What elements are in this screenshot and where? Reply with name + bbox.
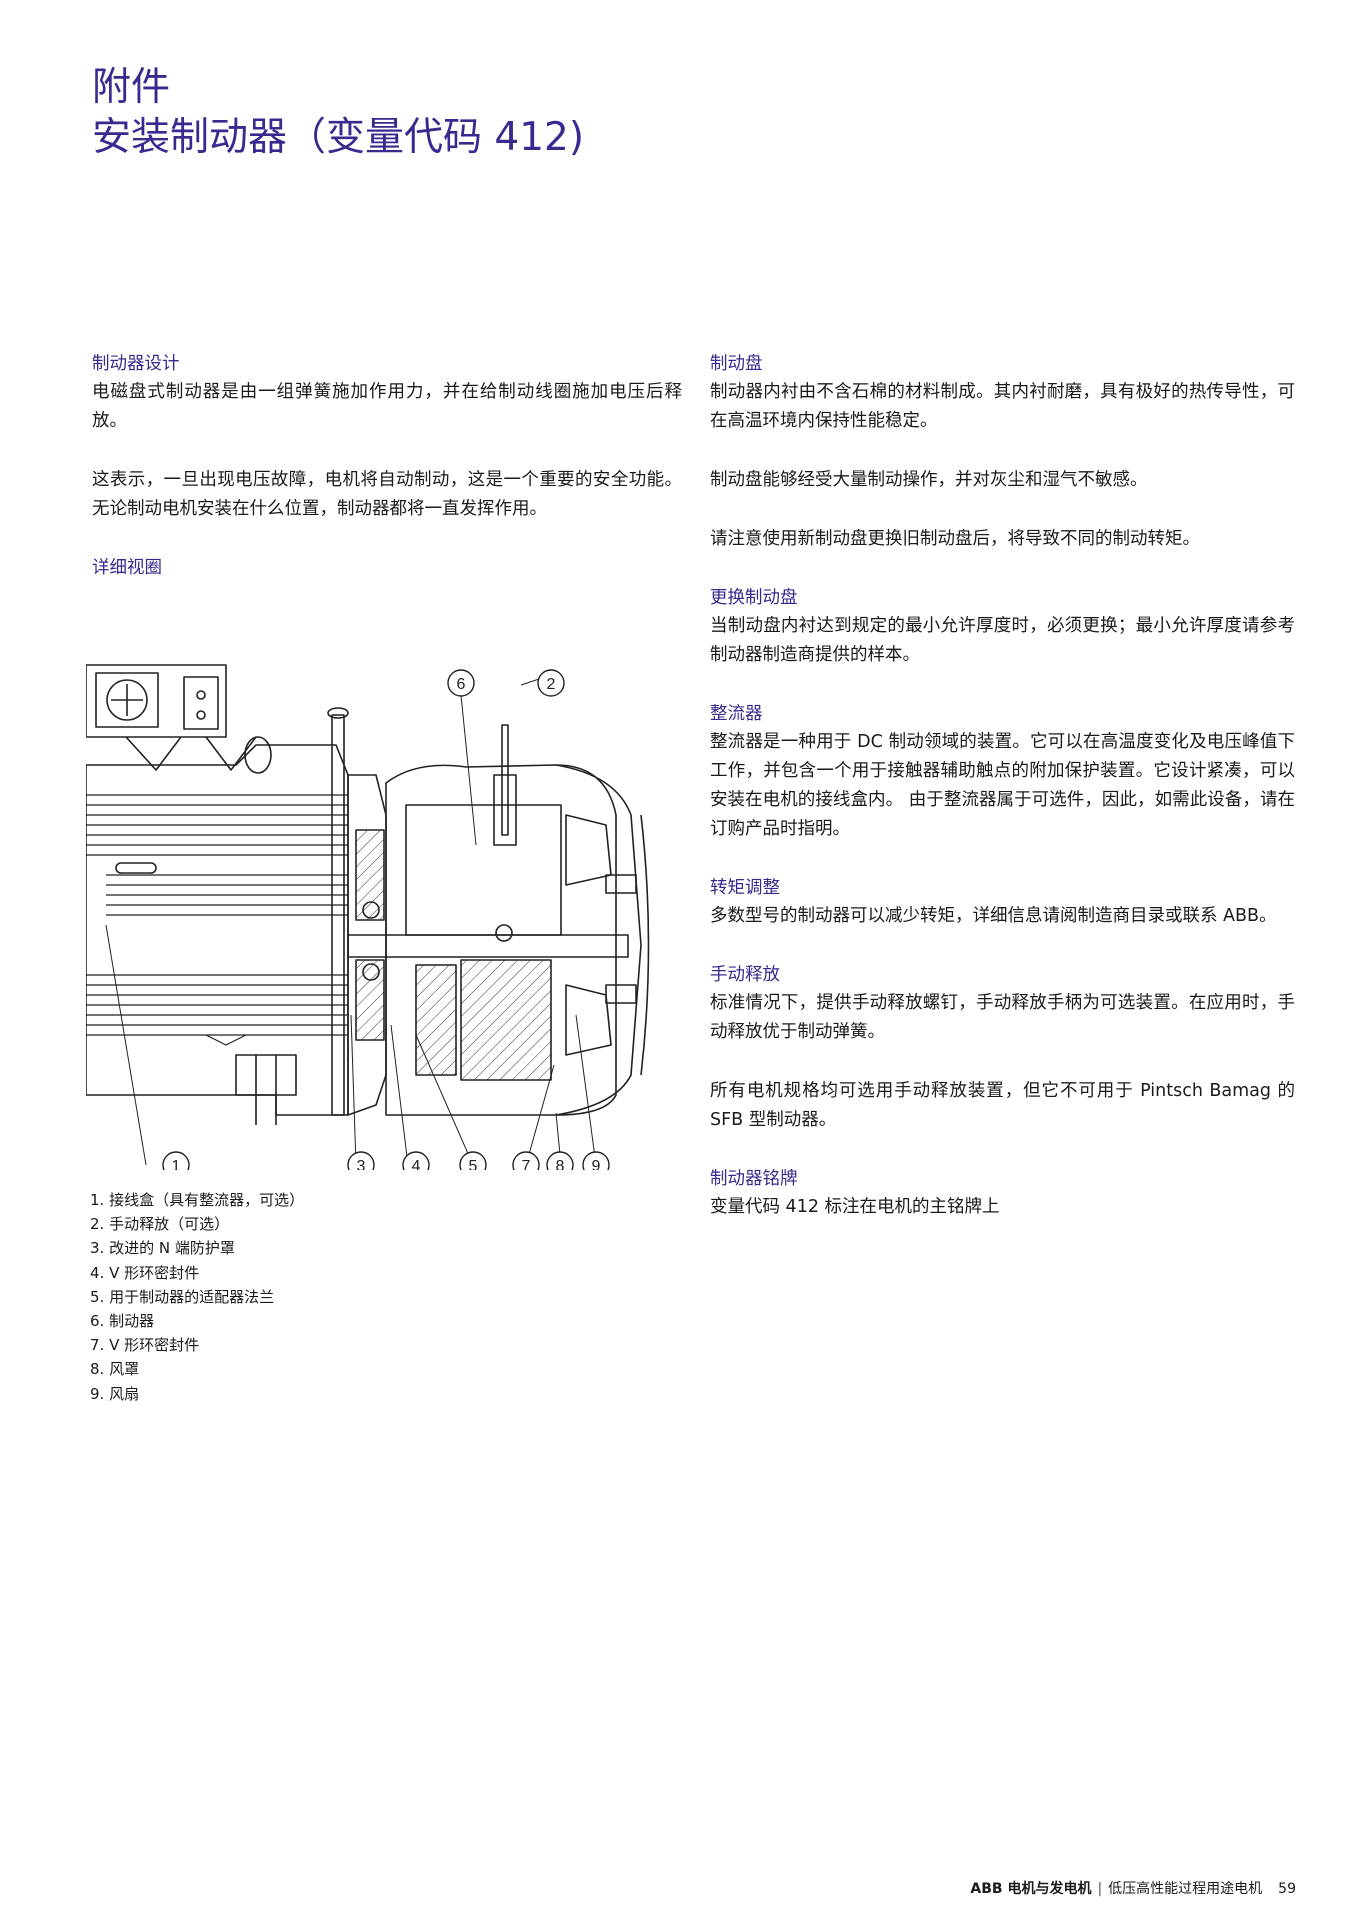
motor-frame-outline — [85, 744, 349, 1116]
rectifier-paragraph: 整流器是一种用于 DC 制动领域的装置。它可以在高温度变化及电压峰值下工作，并包… — [710, 732, 1295, 839]
rectifier-heading: 整流器 — [710, 704, 763, 724]
page-number: 59 — [1278, 1881, 1296, 1897]
manual-release-section: 手动释放 标准情况下，提供手动释放螺钉，手动释放手柄为可选装置。在应用时，手动释… — [710, 961, 1295, 1135]
legend-item: 5. 用于制动器的适配器法兰 — [90, 1287, 275, 1306]
legend-item: 3. 改进的 N 端防护罩 — [90, 1239, 235, 1258]
page-subtitle: 安装制动器（变量代码 412) — [92, 115, 585, 160]
rectifier-section: 整流器 整流器是一种用于 DC 制动领域的装置。它可以在高温度变化及电压峰值下工… — [710, 700, 1295, 844]
callout-label-3: 3 — [357, 1158, 366, 1170]
brake-motor-diagram: 1 2 3 4 5 6 7 8 9 — [85, 615, 686, 1179]
nameplate-paragraph: 变量代码 412 标注在电机的主铭牌上 — [710, 1197, 1000, 1217]
brake-design-paragraph-2: 这表示，一旦出现电压故障，电机将自动制动，这是一个重要的安全功能。无论制动电机安… — [92, 470, 682, 519]
replace-disc-section: 更换制动盘 当制动盘内衬达到规定的最小允许厚度时，必须更换；最小允许厚度请参考制… — [710, 584, 1295, 670]
replace-disc-paragraph: 当制动盘内衬达到规定的最小允许厚度时，必须更换；最小允许厚度请参考制动器制造商提… — [710, 616, 1295, 665]
page-title: 附件 — [92, 65, 171, 110]
callout-label-6: 6 — [457, 676, 466, 693]
left-column: 制动器设计 电磁盘式制动器是由一组弹簧施加作用力，并在给制动线圈施加电压后释放。… — [92, 350, 682, 582]
brake-disc-paragraph-3: 请注意使用新制动盘更换旧制动盘后，将导致不同的制动转矩。 — [710, 529, 1200, 549]
manual-release-paragraph-1: 标准情况下，提供手动释放螺钉，手动释放手柄为可选装置。在应用时，手动释放优于制动… — [710, 993, 1295, 1042]
legend-item: 1. 接线盒（具有整流器，可选） — [90, 1191, 305, 1209]
support-bracket — [125, 736, 182, 771]
torque-paragraph: 多数型号的制动器可以减少转矩，详细信息请阅制造商目录或联系 ABB。 — [710, 906, 1277, 926]
brake-disc-paragraph-2: 制动盘能够经受大量制动操作，并对灰尘和湿气不敏感。 — [710, 470, 1148, 490]
diagram-legend: 1. 接线盒（具有整流器，可选） 2. 手动释放（可选） 3. 改进的 N 端防… — [90, 1188, 304, 1406]
brake-disc-section: 制动盘 制动器内衬由不含石棉的材料制成。其内衬耐磨，具有极好的热传导性，可在高温… — [710, 350, 1295, 554]
end-shield-shape — [347, 774, 387, 1116]
terminal-box-gland — [106, 679, 148, 721]
terminal-box-shape — [85, 664, 227, 738]
lifting-eye — [244, 736, 272, 774]
fan-blade-top — [565, 814, 612, 886]
callout-label-9: 9 — [592, 1158, 601, 1170]
legend-item: 2. 手动释放（可选） — [90, 1215, 230, 1234]
torque-section: 转矩调整 多数型号的制动器可以减少转矩，详细信息请阅制造商目录或联系 ABB。 — [710, 874, 1295, 931]
page-footer: ABB 电机与发电机 | 低压高性能过程用途电机 59 — [970, 1878, 1296, 1898]
manual-release-heading: 手动释放 — [710, 965, 780, 985]
footer-separator: | — [1097, 1881, 1103, 1897]
footer-brand: ABB 电机与发电机 — [970, 1881, 1092, 1897]
legend-item: 9. 风扇 — [90, 1384, 140, 1403]
detail-view-heading: 详细视圈 — [92, 558, 162, 578]
cooling-fins — [86, 794, 348, 1036]
brake-design-paragraph-1: 电磁盘式制动器是由一组弹簧施加作用力，并在给制动线圈施加电压后释放。 — [92, 382, 682, 431]
legend-item: 4. V 形环密封件 — [90, 1263, 200, 1282]
legend-item: 7. V 形环密封件 — [90, 1336, 200, 1355]
footer-text: 低压高性能过程用途电机 — [1108, 1881, 1263, 1897]
diagram-drawing: 1 2 3 4 5 6 7 8 9 — [85, 664, 650, 1179]
right-column: 制动盘 制动器内衬由不含石棉的材料制成。其内衬耐磨，具有极好的热传导性，可在高温… — [710, 350, 1295, 1252]
brake-disc-shape — [460, 959, 552, 1081]
terminal-box-cover — [95, 672, 159, 728]
brake-design-heading: 制动器设计 — [92, 354, 180, 374]
callout-label-1: 1 — [172, 1158, 181, 1170]
motor-shaft — [347, 934, 629, 958]
legend-item: 8. 风罩 — [90, 1360, 140, 1379]
callout-label-7: 7 — [522, 1158, 531, 1170]
torque-heading: 转矩调整 — [710, 878, 780, 898]
nameplate-heading: 制动器铭牌 — [710, 1169, 798, 1189]
manual-release-rod — [331, 714, 345, 1116]
brake-unit-shape — [405, 804, 562, 936]
fan-blade-bottom — [565, 984, 612, 1056]
nameplate-section: 制动器铭牌 变量代码 412 标注在电机的主铭牌上 — [710, 1165, 1295, 1222]
brake-disc-heading: 制动盘 — [710, 354, 763, 374]
replace-disc-heading: 更换制动盘 — [710, 588, 798, 608]
brake-disc-paragraph-1: 制动器内衬由不含石棉的材料制成。其内衬耐磨，具有极好的热传导性，可在高温环境内保… — [710, 382, 1295, 431]
callout-label-2: 2 — [547, 676, 556, 693]
manual-release-paragraph-2: 所有电机规格均可选用手动释放装置，但它不可用于 Pintsch Bamag 的 … — [710, 1081, 1295, 1130]
callout-label-8: 8 — [556, 1158, 565, 1170]
fan-cover-shape — [555, 764, 642, 1116]
callout-label-4: 4 — [412, 1158, 421, 1170]
legend-item: 6. 制动器 — [90, 1312, 155, 1331]
brake-design-section: 制动器设计 电磁盘式制动器是由一组弹簧施加作用力，并在给制动线圈施加电压后释放。… — [92, 350, 682, 524]
callout-label-5: 5 — [469, 1158, 478, 1170]
brake-release-lever — [501, 724, 509, 836]
callout-leaders — [105, 674, 597, 1166]
